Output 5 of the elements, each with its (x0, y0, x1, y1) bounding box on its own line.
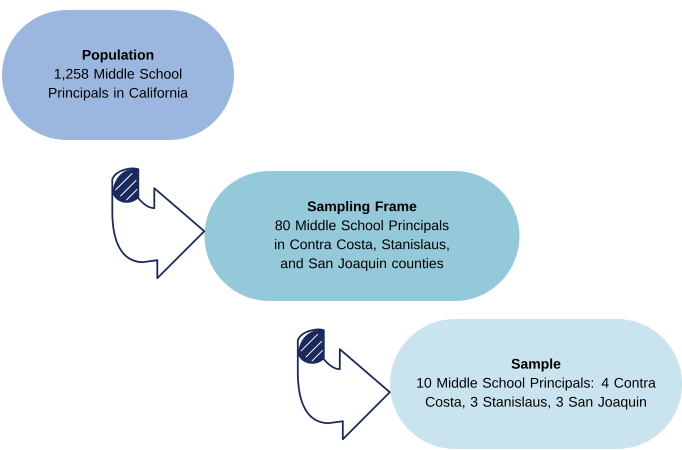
process-pill: Sampling Frame 80 Middle School Principals in Contra Costa, Stanislaus, and San Joaquin counties (204, 171, 520, 301)
process-pill: Sample 10 Middle School Principals: 4 Contra Costa, 3 Stanislaus, 3 San Joaquin (390, 319, 682, 449)
curled-arrow (111, 168, 206, 280)
process-pill: Population 1,258 Middle School Principals in California (2, 10, 234, 140)
curled-arrow (296, 328, 391, 440)
